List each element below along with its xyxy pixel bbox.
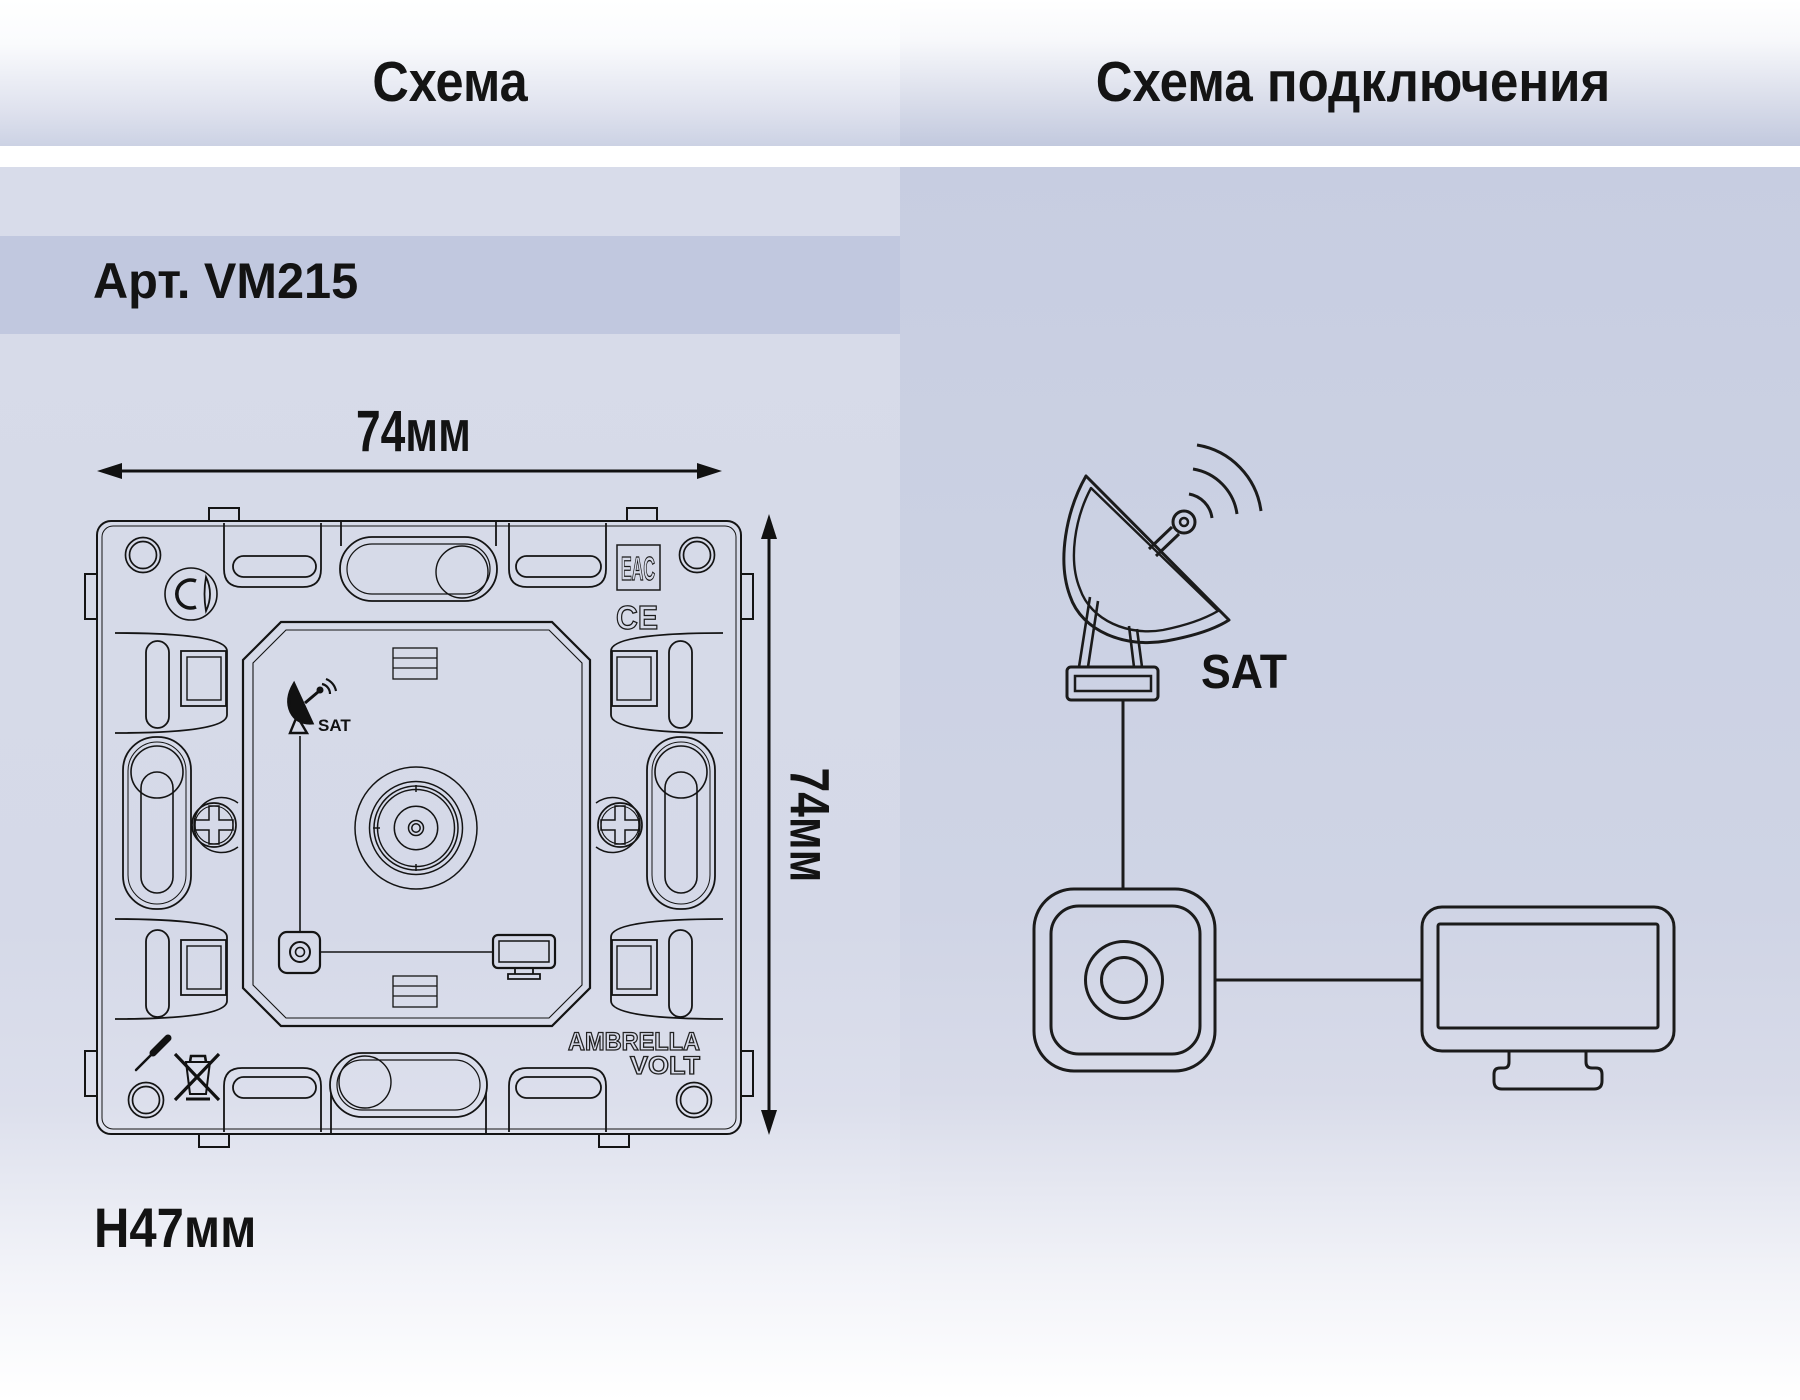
svg-text:CE: CE [616, 599, 658, 636]
svg-text:VOLT: VOLT [630, 1052, 700, 1080]
svg-text:EAC: EAC [621, 550, 655, 587]
svg-text:AMBRELLA: AMBRELLA [568, 1028, 700, 1056]
svg-text:SAT: SAT [318, 716, 351, 735]
